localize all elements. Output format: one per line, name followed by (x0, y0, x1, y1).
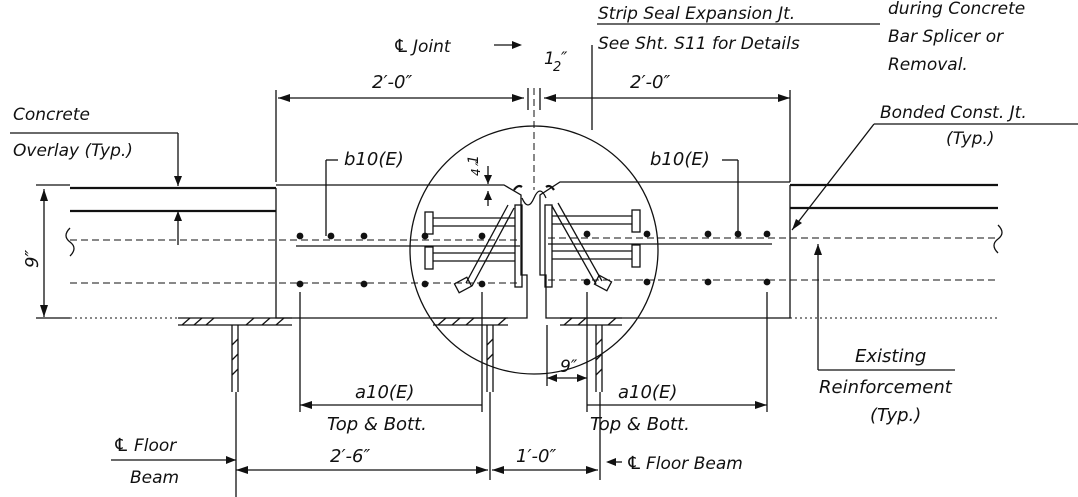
dimension-lines (36, 90, 791, 497)
existing-reinf-label-2: Reinforcement (819, 377, 953, 398)
rebar-dots (296, 230, 771, 288)
strip-seal-note: Strip Seal Expansion Jt. (598, 4, 795, 24)
floor-beam-left-label-2: Beam (130, 468, 179, 488)
leader-lines (10, 41, 1078, 466)
floor-beam-left-symbol: ℄ (113, 435, 129, 456)
gap-dimension-unit: ″ (561, 49, 568, 69)
concrete-overlay-label-1: Concrete (13, 105, 90, 125)
floor-beam-right-symbol: ℄ (626, 453, 642, 474)
recess-dimension-num: 1 (466, 155, 482, 164)
detail-circle (409, 125, 659, 375)
existing-reinf-label-1: Existing (855, 346, 926, 367)
bottom-left-dimension: 2′-6″ (330, 446, 370, 467)
top-left-dimension: 2′-0″ (372, 72, 412, 93)
floor-beam-right-label: Floor Beam (646, 454, 743, 474)
top-bott-left-label: Top & Bott. (327, 414, 427, 435)
joint-label: Joint (410, 37, 452, 57)
bonded-joint-typ: (Typ.) (946, 129, 994, 149)
joint-centerline-symbol: ℄ (393, 36, 409, 57)
top-bott-right-label: Top & Bott. (590, 414, 690, 435)
gap-dimension-frac: 2 (553, 60, 561, 75)
reinforcement-lines (70, 237, 998, 284)
gap-dimension-whole: 1 (544, 49, 555, 69)
strip-seal-assembly (424, 184, 641, 294)
bottom-mid-dimension: 1′-0″ (516, 446, 556, 467)
bonded-joint-label: Bonded Const. Jt. (880, 103, 1027, 123)
concrete-overlay-label-2: Overlay (Typ.) (13, 141, 133, 161)
recess-dimension-den: 4 (469, 168, 483, 176)
floor-beam-left-label-1: Floor (134, 436, 177, 456)
existing-reinf-label-3: (Typ.) (870, 405, 921, 426)
bar-label-left: b10(E) (344, 149, 404, 170)
construction-note-line-3: Removal. (888, 55, 968, 75)
bar-label-right: b10(E) (650, 149, 710, 170)
a10-left-label: a10(E) (355, 382, 414, 403)
depth-dimension: 9″ (22, 250, 43, 268)
slab-outline (65, 181, 1003, 319)
floor-beams (178, 317, 622, 392)
beam-offset-dimension: 9″ (560, 357, 578, 377)
a10-right-label: a10(E) (618, 382, 677, 403)
top-right-dimension: 2′-0″ (630, 72, 670, 93)
construction-note-line-1: during Concrete (888, 0, 1025, 19)
see-sheet-note: See Sht. S11 for Details (598, 34, 800, 54)
construction-note-line-2: Bar Splicer or (888, 27, 1004, 47)
recess-dimension-unit: ″ (474, 160, 490, 166)
